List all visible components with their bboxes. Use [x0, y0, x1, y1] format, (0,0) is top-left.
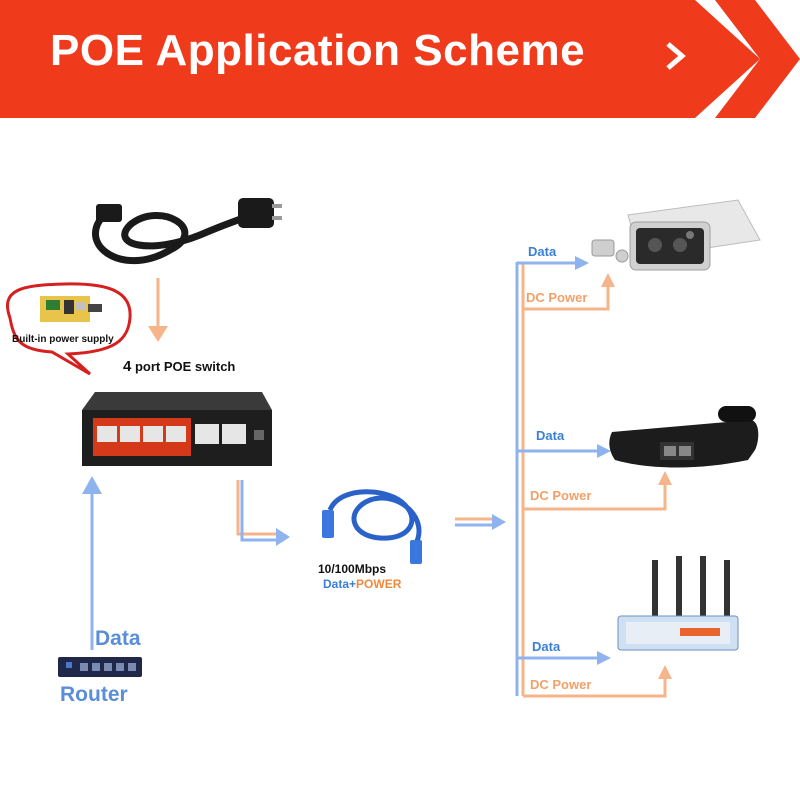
router-data-label: Data [95, 627, 141, 650]
network-cable-icon [322, 489, 422, 564]
router-data-arrow [82, 476, 102, 650]
phone-dc-power-label: DC Power [530, 488, 592, 503]
switch-label: 4 port POE switch [123, 358, 235, 375]
camera-data-label: Data [528, 244, 557, 259]
wireless-ap-icon [617, 556, 739, 651]
ap-branch-arrows [517, 651, 672, 698]
page-title: POE Application Scheme [50, 26, 586, 75]
ap-data-label: Data [532, 639, 561, 654]
banner-chevron [715, 0, 800, 118]
built-in-power-supply-bubble [6, 282, 132, 376]
power-cord-icon [92, 198, 282, 264]
cable-caption: Data+POWER [323, 577, 401, 591]
phone-data-label: Data [536, 428, 565, 443]
cable-power-label: POWER [356, 577, 402, 591]
camera-branch-arrows [517, 256, 615, 311]
cable-speed-label: 10/100Mbps [318, 562, 387, 576]
banner-arrow-icon [666, 42, 686, 70]
built-in-power-supply-label: Built-in power supply [12, 334, 114, 345]
switch-label-text: port POE switch [134, 359, 236, 374]
switch-port-count: 4 [123, 358, 132, 375]
camera-dc-power-label: DC Power [526, 290, 588, 305]
poe-switch-icon [82, 392, 272, 466]
router-icon [58, 657, 142, 677]
cable-output-arrow [455, 514, 506, 530]
title-banner [0, 0, 800, 118]
cable-data-label: Data [323, 577, 350, 591]
distribution-trunk [515, 262, 525, 696]
ap-dc-power-label: DC Power [530, 677, 592, 692]
switch-output-arrow [236, 480, 290, 546]
router-label: Router [60, 683, 128, 706]
phone-branch-arrows [517, 444, 672, 511]
cable-plus-label: + [349, 577, 357, 591]
banner-background [0, 0, 760, 118]
power-input-arrow [148, 278, 168, 342]
ip-phone-icon [609, 406, 759, 468]
ip-camera-icon [591, 199, 761, 271]
